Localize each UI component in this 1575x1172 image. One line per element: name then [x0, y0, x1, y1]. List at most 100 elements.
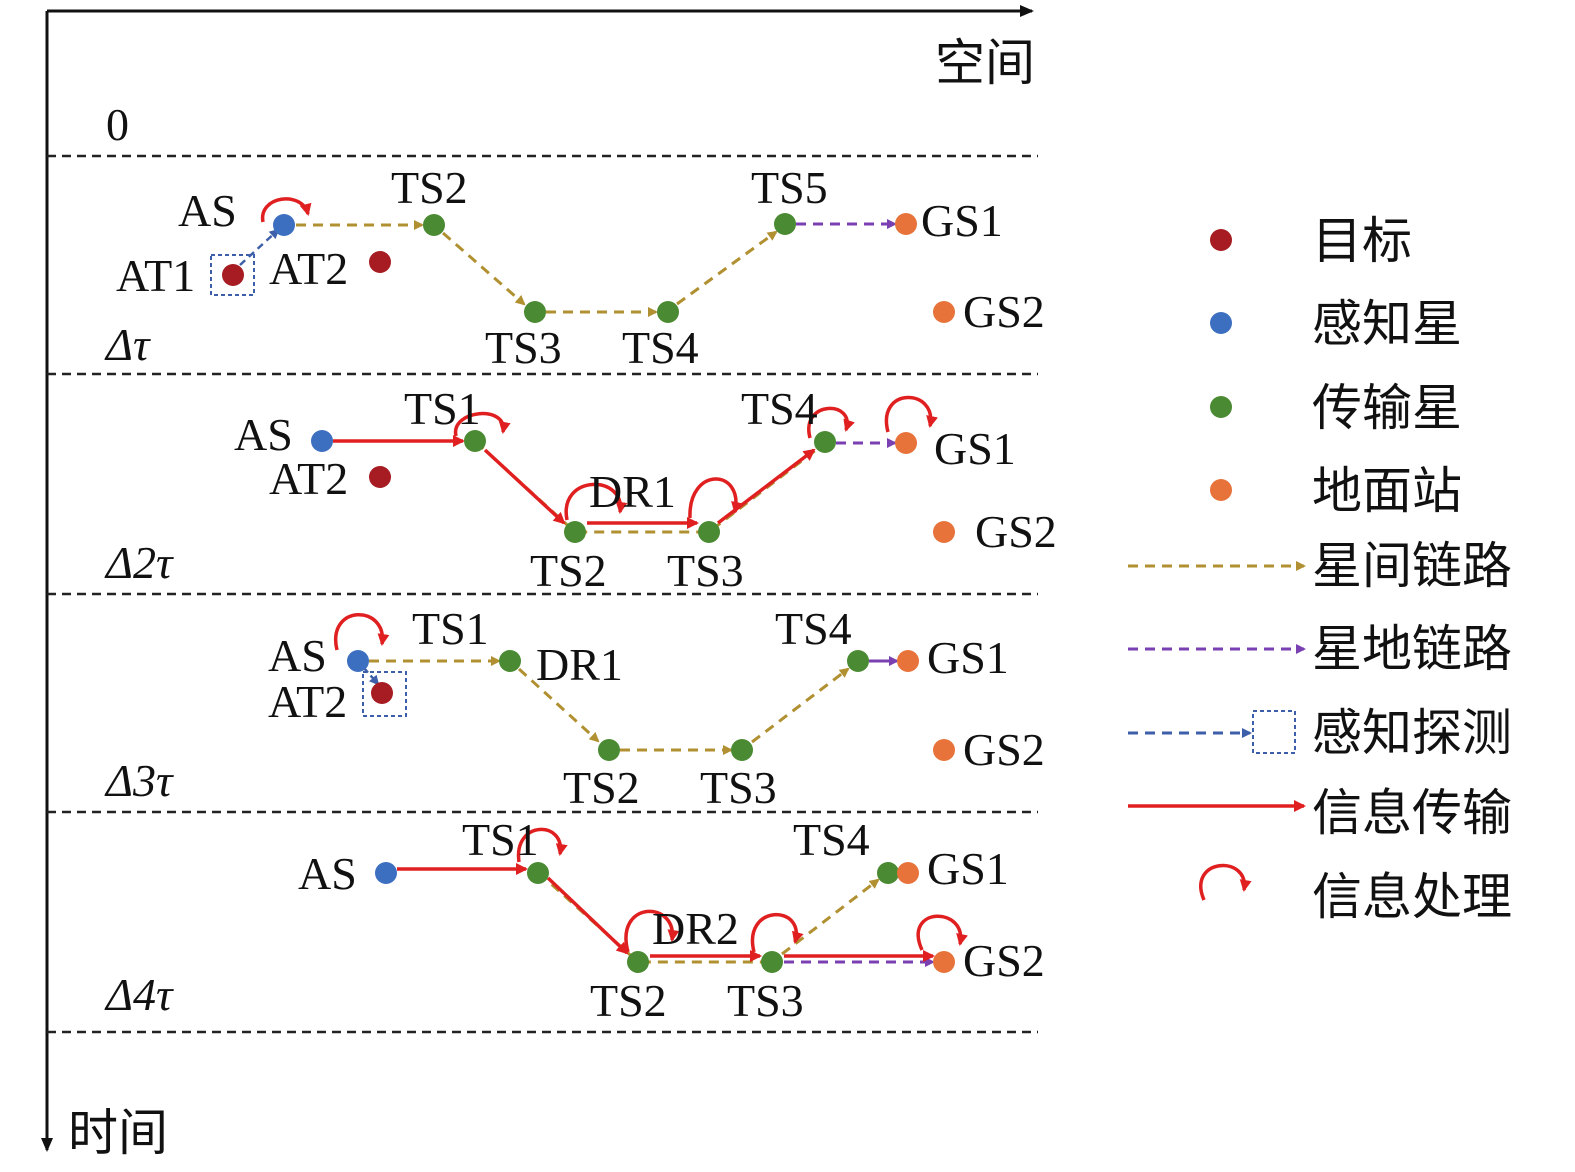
target-node [371, 682, 393, 704]
ground-station-node [897, 650, 919, 672]
ground-station-dot-icon [1210, 479, 1232, 501]
legend: 目标 感知星 传输星 地面站 星间链路 星地链路 感知探测 信息传输 信息处理 [1128, 212, 1512, 926]
detection-box [362, 671, 407, 717]
legend-label: 感知星 [1312, 295, 1462, 353]
node-label: TS4 [622, 322, 699, 373]
transmission-satellite-node [698, 521, 720, 543]
transmission-satellite-node [527, 862, 549, 884]
node-label: DR1 [536, 639, 623, 690]
ground-station-node [897, 862, 919, 884]
transmission-satellite-node [464, 430, 486, 452]
node-label: TS1 [404, 383, 481, 434]
node-label: TS3 [667, 545, 744, 596]
ground-station-node [933, 739, 955, 761]
legend-label: 星地链路 [1312, 620, 1512, 678]
node-label: AT2 [269, 453, 348, 504]
sensing-satellite-dot-icon [1210, 312, 1232, 334]
legend-label: 地面站 [1312, 462, 1462, 520]
node-label: AS [268, 630, 327, 681]
node-label: AS [234, 409, 293, 460]
sensing-detection-link [363, 667, 380, 686]
transmission-satellite-node [761, 951, 783, 973]
node-label: TS3 [700, 762, 777, 813]
processing-loop-icon [454, 411, 511, 437]
processing-loop-icon [807, 406, 855, 439]
node-label: AT2 [269, 243, 348, 294]
time-axis-label: 时间 [68, 1104, 168, 1162]
band-2: AS AT2 TS1 DR1 TS2 TS3 TS4 GS1 GS2 [234, 383, 1057, 596]
transmission-satellite-node [627, 951, 649, 973]
processing-loop-icon [333, 613, 390, 651]
sensing-satellite-node [375, 862, 397, 884]
axes: 空间 时间 [41, 5, 1035, 1162]
node-label: TS4 [741, 383, 818, 434]
information-processing-icon [1199, 863, 1252, 901]
processing-loop-icon [261, 197, 312, 223]
transmission-satellite-dot-icon [1210, 396, 1232, 418]
inter-satellite-link [781, 878, 880, 956]
transmission-satellite-node [877, 862, 899, 884]
transmission-satellite-node [847, 650, 869, 672]
legend-label: 感知探测 [1312, 704, 1512, 762]
transmission-satellite-node [598, 739, 620, 761]
time-label-0: 0 [106, 99, 129, 150]
inter-satellite-link-path [537, 871, 772, 964]
node-label: TS1 [412, 603, 489, 654]
band-4: AS TS1 DR2 TS2 TS3 TS4 GS1 GS2 [298, 814, 1045, 1026]
processing-loop-icon [688, 477, 743, 519]
detection-box [210, 254, 255, 296]
inter-satellite-link [517, 667, 600, 743]
processing-loop-icon [516, 827, 568, 863]
node-label: TS2 [391, 162, 468, 213]
node-label: TS2 [563, 762, 640, 813]
inter-satellite-link [751, 667, 850, 744]
processing-loop-icon [884, 395, 938, 433]
sensing-satellite-node [273, 214, 295, 236]
node-label: AT2 [268, 676, 347, 727]
space-axis-label: 空间 [935, 34, 1035, 92]
band-1: AS AT1 AT2 TS2 TS3 TS4 TS5 GS1 GS2 [116, 162, 1045, 373]
node-label: AS [298, 848, 357, 899]
node-label: GS2 [963, 935, 1045, 986]
transmission-satellite-node [774, 213, 796, 235]
node-label: GS2 [975, 506, 1057, 557]
time-label-1: Δτ [104, 319, 151, 370]
legend-label: 信息传输 [1312, 784, 1512, 842]
node-label: TS2 [530, 545, 607, 596]
node-label: TS4 [793, 814, 870, 865]
inter-satellite-link [676, 230, 778, 306]
node-label: GS2 [963, 724, 1045, 775]
node-label: TS2 [590, 975, 667, 1026]
sensing-satellite-node [347, 650, 369, 672]
node-label: GS1 [927, 632, 1009, 683]
time-label-2: Δ2τ [104, 537, 174, 588]
node-label: AT1 [116, 250, 195, 301]
sensing-satellite-node [311, 430, 333, 452]
legend-label: 星间链路 [1312, 537, 1512, 595]
processing-loop-icon [564, 482, 628, 521]
processing-loop-icon [750, 912, 804, 953]
transmission-satellite-node [524, 301, 546, 323]
node-label: TS3 [727, 975, 804, 1026]
sensing-detection-icon [1128, 710, 1296, 754]
transmission-satellite-node [499, 650, 521, 672]
legend-label: 目标 [1312, 212, 1412, 270]
node-label: DR2 [652, 903, 739, 954]
time-labels: 0 Δτ Δ2τ Δ3τ Δ4τ [104, 99, 174, 1020]
transmission-satellite-node [564, 521, 586, 543]
node-label: GS2 [963, 286, 1045, 337]
ground-station-node [933, 521, 955, 543]
target-node [222, 264, 244, 286]
transmission-satellite-node [657, 301, 679, 323]
ground-station-node [895, 432, 917, 454]
legend-label: 信息处理 [1312, 868, 1512, 926]
ground-station-node [933, 951, 955, 973]
band-3: AS AT2 TS1 DR1 TS2 TS3 TS4 GS1 GS2 [268, 603, 1045, 813]
target-dot-icon [1210, 229, 1232, 251]
node-label: DR1 [589, 466, 676, 517]
legend-label: 传输星 [1312, 379, 1462, 437]
information-transmission-link [546, 876, 629, 955]
node-label: GS1 [921, 195, 1003, 246]
transmission-satellite-node [814, 431, 836, 453]
